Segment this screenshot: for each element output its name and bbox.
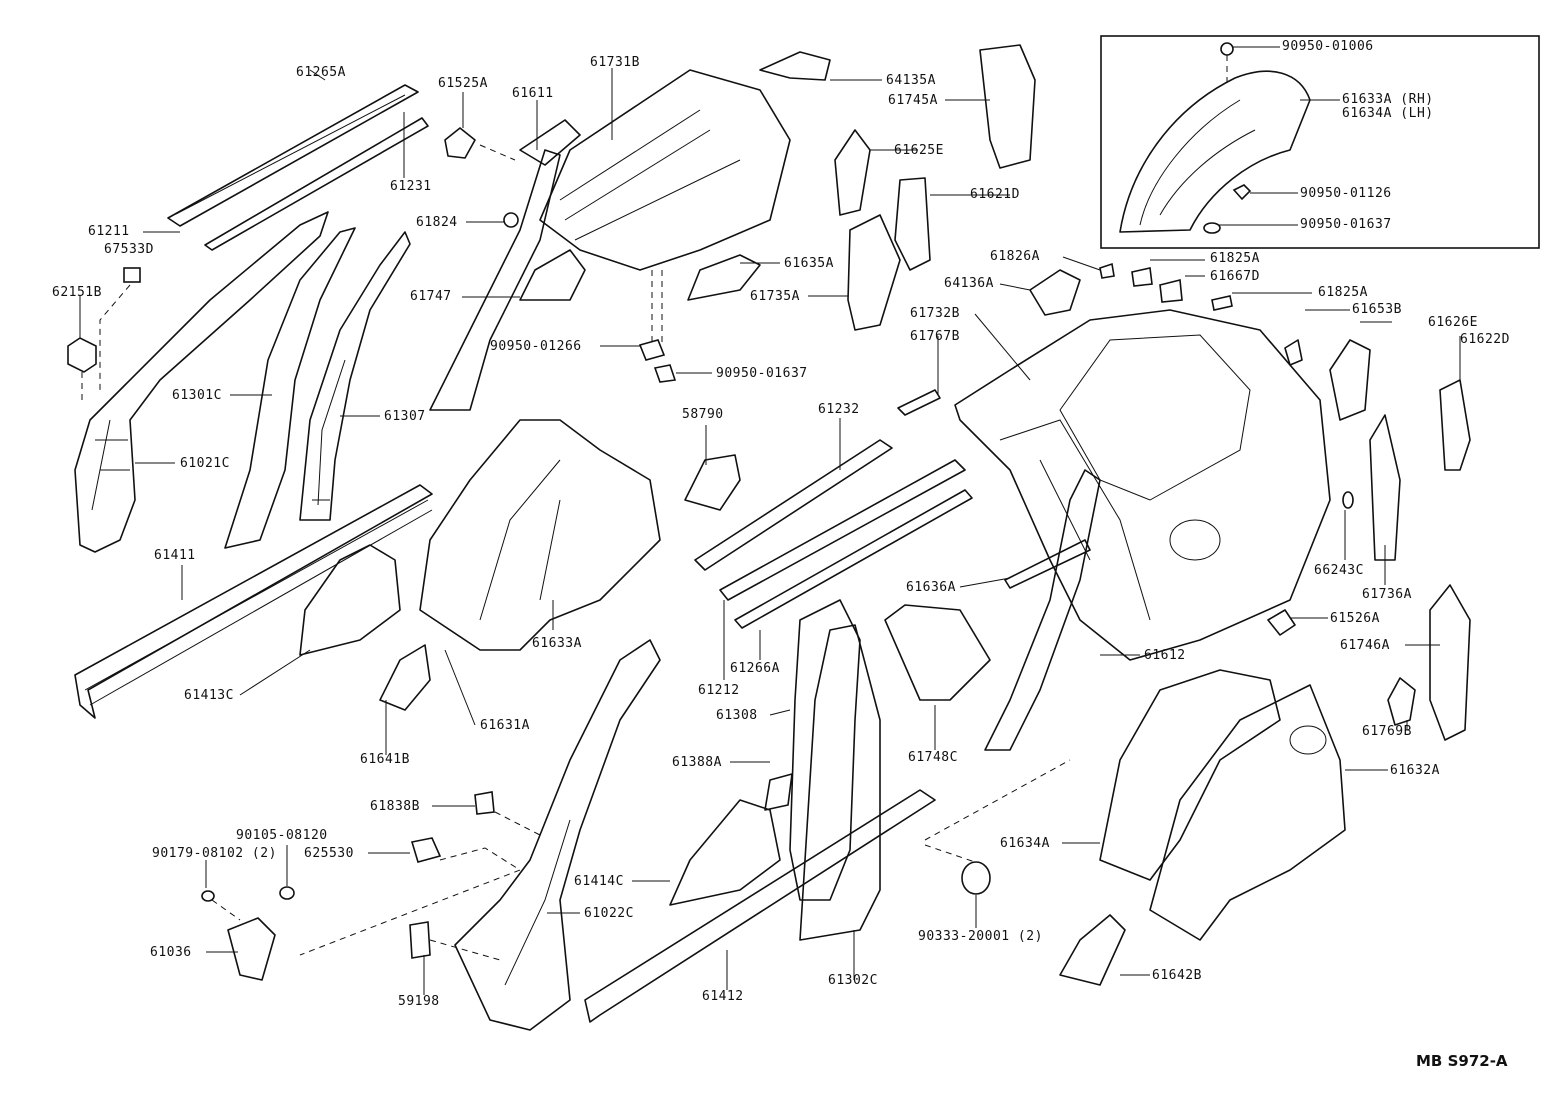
part-label: 61825A: [1318, 285, 1368, 300]
part-label: 61625E: [894, 143, 944, 158]
part-label: 61526A: [1330, 611, 1380, 626]
inset-label-rh: 61633A (RH): [1342, 92, 1434, 107]
part-label: 61388A: [672, 755, 722, 770]
part-label: 61301C: [172, 388, 222, 403]
part-label: 90179-08102 (2): [152, 846, 277, 861]
part-label: 61212: [698, 683, 740, 698]
part-label: 67533D: [104, 242, 154, 257]
part-label: 62151B: [52, 285, 102, 300]
part-label: 90105-08120: [236, 828, 328, 843]
part-label: 61635A: [784, 256, 834, 271]
part-label: 61414C: [574, 874, 624, 889]
part-label: 66243C: [1314, 563, 1364, 578]
part-label: 61748C: [908, 750, 958, 765]
part-label: 61611: [512, 86, 554, 101]
part-label: 61636A: [906, 580, 956, 595]
part-label: 61825A: [1210, 251, 1260, 266]
part-label: 61632A: [1390, 763, 1440, 778]
part-label: 61745A: [888, 93, 938, 108]
part-label: 61838B: [370, 799, 420, 814]
part-label: 90333-20001 (2): [918, 929, 1043, 944]
part-label: 90950-01266: [490, 339, 582, 354]
part-label: 61732B: [910, 306, 960, 321]
part-label: 61411: [154, 548, 196, 563]
part-label: 61746A: [1340, 638, 1390, 653]
inset-label-lh: 61634A (LH): [1342, 106, 1434, 121]
part-label: 61767B: [910, 329, 960, 344]
part-label: 61525A: [438, 76, 488, 91]
part-label: 61022C: [584, 906, 634, 921]
inset-label-plug: 90950-01637: [1300, 217, 1392, 232]
part-label: 61641B: [360, 752, 410, 767]
part-label: 61021C: [180, 456, 230, 471]
part-label: 61308: [716, 708, 758, 723]
part-label: 61736A: [1362, 587, 1412, 602]
part-label: 625530: [304, 846, 354, 861]
part-label: 61307: [384, 409, 426, 424]
part-label: 64136A: [944, 276, 994, 291]
part-label: 61231: [390, 179, 432, 194]
part-label: 61621D: [970, 187, 1020, 202]
part-label: 61735A: [750, 289, 800, 304]
part-label: 61232: [818, 402, 860, 417]
part-label: 59198: [398, 994, 440, 1009]
part-label: 61667D: [1210, 269, 1260, 284]
part-label: 61642B: [1152, 968, 1202, 983]
part-label: 61731B: [590, 55, 640, 70]
part-label: 61769B: [1362, 724, 1412, 739]
part-label: 64135A: [886, 73, 936, 88]
part-label: 61413C: [184, 688, 234, 703]
part-label: 61266A: [730, 661, 780, 676]
part-label: 90950-01637: [716, 366, 808, 381]
inset-label-clip: 90950-01126: [1300, 186, 1392, 201]
part-label: 61412: [702, 989, 744, 1004]
part-label: 61302C: [828, 973, 878, 988]
part-label: 61824: [416, 215, 458, 230]
part-label: 61612: [1144, 648, 1186, 663]
part-label: 61747: [410, 289, 452, 304]
diagram-code: MB S972-A: [1416, 1052, 1508, 1070]
part-label: 58790: [682, 407, 724, 422]
part-label: 61653B: [1352, 302, 1402, 317]
part-label: 61622D: [1460, 332, 1510, 347]
part-label: 61826A: [990, 249, 1040, 264]
part-label: 61634A: [1000, 836, 1050, 851]
part-label: 61631A: [480, 718, 530, 733]
inset-frame: [1100, 35, 1540, 249]
part-label: 61036: [150, 945, 192, 960]
inset-label-cap: 90950-01006: [1282, 39, 1374, 54]
part-label: 61633A: [532, 636, 582, 651]
part-label: 61211: [88, 224, 130, 239]
part-label: 61265A: [296, 65, 346, 80]
part-label: 61626E: [1428, 315, 1478, 330]
